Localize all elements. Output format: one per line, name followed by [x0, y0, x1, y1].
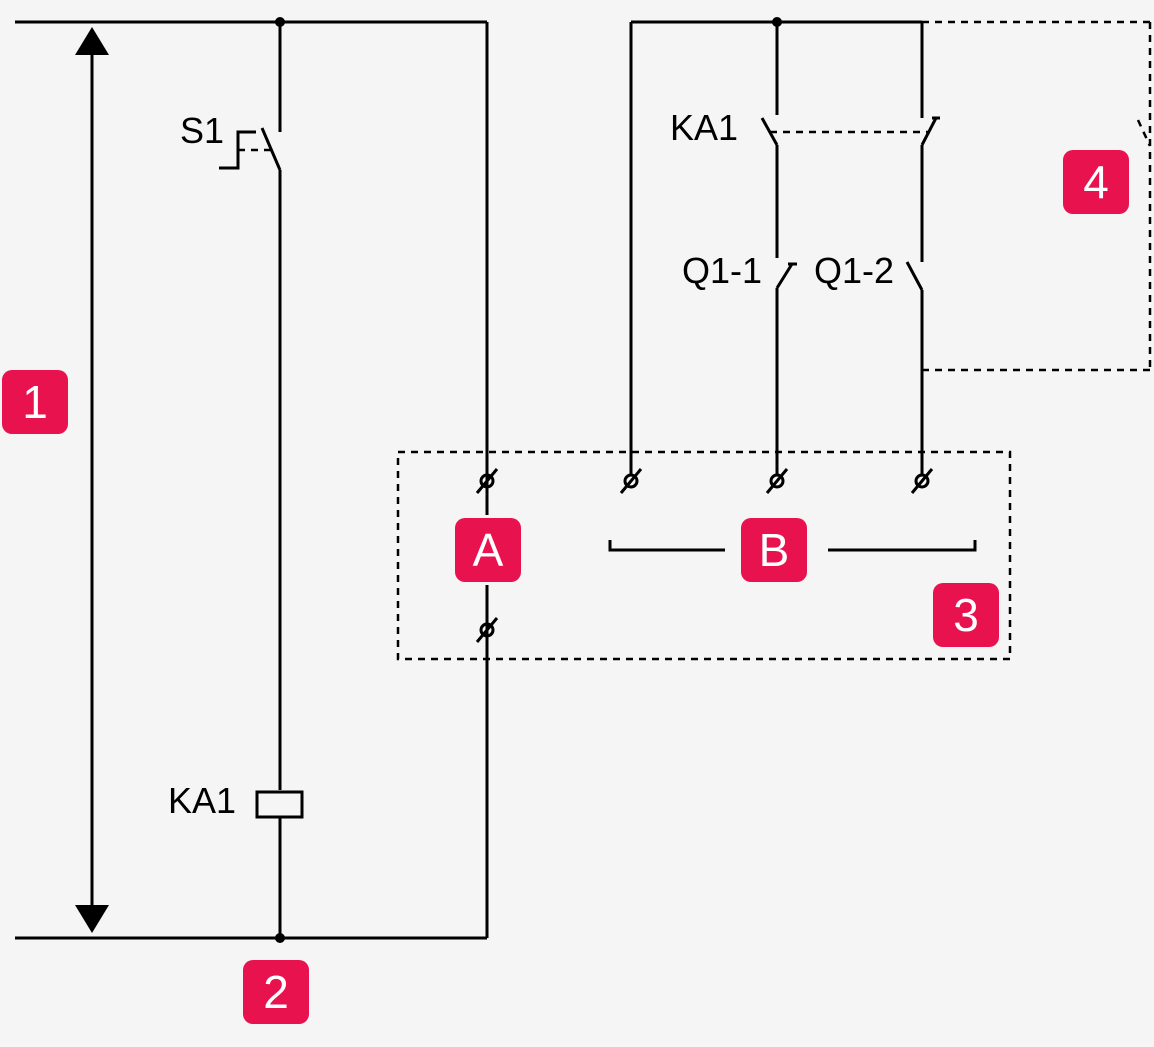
svg-text:2: 2: [263, 966, 289, 1018]
ka1-coil: [255, 790, 304, 819]
dashed-box-4: [922, 20, 1152, 372]
ka1-coil-label: KA1: [168, 780, 236, 821]
badge-1: 1: [2, 370, 68, 434]
badge-4: 4: [1063, 150, 1129, 214]
ka1-contact-label: KA1: [670, 107, 738, 148]
q1-1-label: Q1-1: [682, 250, 762, 291]
svg-text:B: B: [759, 524, 790, 576]
svg-text:4: 4: [1083, 156, 1109, 208]
terminal-box: [396, 450, 1012, 661]
terminal-a-wires: [475, 22, 499, 938]
badge-3: 3: [933, 583, 999, 647]
right-branches: [619, 17, 940, 494]
badge-a: A: [455, 518, 521, 582]
badge-b: B: [741, 518, 807, 582]
svg-text:A: A: [473, 524, 504, 576]
voltage-arrow: [75, 27, 109, 933]
svg-text:3: 3: [953, 589, 979, 641]
s1-branch: [219, 17, 304, 943]
q1-2-label: Q1-2: [814, 250, 894, 291]
svg-text:1: 1: [22, 376, 48, 428]
badge-2: 2: [243, 960, 309, 1024]
b-bracket: [608, 540, 977, 552]
s1-label: S1: [180, 110, 224, 151]
